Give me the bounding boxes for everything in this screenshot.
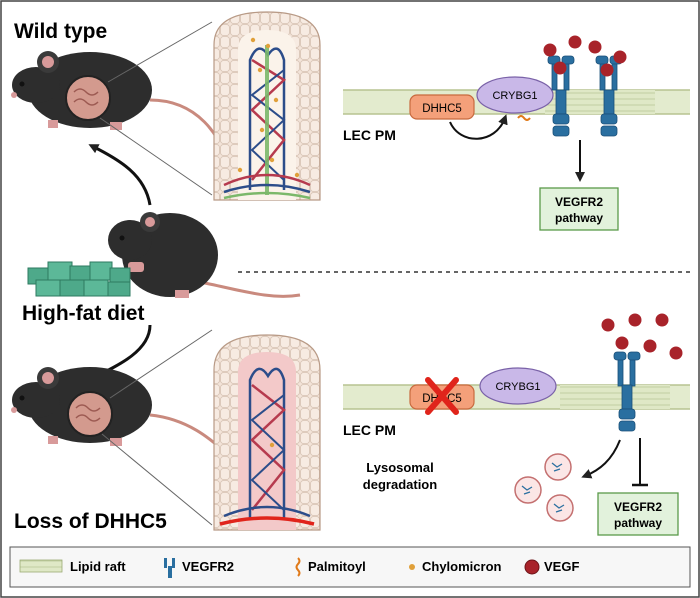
lec-pm-label-bottom: LEC PM xyxy=(343,422,396,438)
mouse-loss-of-dhhc5 xyxy=(11,329,281,526)
vegfr2-receptor-bottom xyxy=(613,351,641,432)
arrow-to-wild-type xyxy=(88,144,152,206)
high-fat-diet-title: High-fat diet xyxy=(22,302,144,325)
villus-wild-type xyxy=(213,11,321,201)
vegfr2-pathway-box-top xyxy=(539,187,619,231)
pathway-line1-bottom: VEGFR2 xyxy=(614,500,662,514)
vegfr2-pathway-box-bottom xyxy=(597,492,679,536)
vegf-ligands-bottom xyxy=(601,313,683,360)
palmitoyl-mark-top xyxy=(517,115,531,121)
dhhc5-enzyme-top xyxy=(409,94,475,120)
crybg1-protein-bottom xyxy=(479,367,557,405)
palmitoyl-icon xyxy=(295,557,301,577)
legend-label-vegf: VEGF xyxy=(544,559,579,574)
legend-label-palmitoyl: Palmitoyl xyxy=(308,559,366,574)
legend-label-chylomicron: Chylomicron xyxy=(422,559,502,574)
pathway-line1-top: VEGFR2 xyxy=(555,195,603,209)
lysosome-icons xyxy=(514,453,574,522)
crybg1-label-top: CRYBG1 xyxy=(492,90,537,102)
lipid-raft-icon xyxy=(19,559,63,573)
vegf-ligands-top xyxy=(543,35,627,77)
food-pellets xyxy=(27,261,131,297)
degradation-arrow xyxy=(581,439,621,479)
mouse-wild-type xyxy=(11,21,267,196)
deletion-cross-icon xyxy=(425,377,459,415)
degradation-line2: degradation xyxy=(363,477,437,492)
crybg1-label-bottom: CRYBG1 xyxy=(495,381,540,393)
palmitoylation-arrow xyxy=(449,114,508,140)
legend-box xyxy=(9,546,691,588)
vegf-icon xyxy=(524,559,540,575)
mouse-high-fat-diet xyxy=(108,212,301,298)
degradation-line1: Lysosomal xyxy=(366,460,433,475)
legend-label-lipid-raft: Lipid raft xyxy=(70,559,126,574)
villus-loss-of-dhhc5 xyxy=(213,334,321,531)
pathway-line2-top: pathway xyxy=(555,211,603,225)
lec-pm-label-top: LEC PM xyxy=(343,127,396,143)
wild-type-title: Wild type xyxy=(14,20,107,43)
pathway-line2-bottom: pathway xyxy=(614,516,662,530)
legend-label-vegfr2: VEGFR2 xyxy=(182,559,234,574)
crybg1-protein-top xyxy=(476,76,554,114)
chylomicron-icon xyxy=(409,564,415,570)
chylomicron-dots-top xyxy=(237,37,300,178)
loss-of-dhhc5-title: Loss of DHHC5 xyxy=(14,510,167,533)
vegfr2-icon xyxy=(164,558,175,578)
dhhc5-label-top: DHHC5 xyxy=(422,103,462,115)
